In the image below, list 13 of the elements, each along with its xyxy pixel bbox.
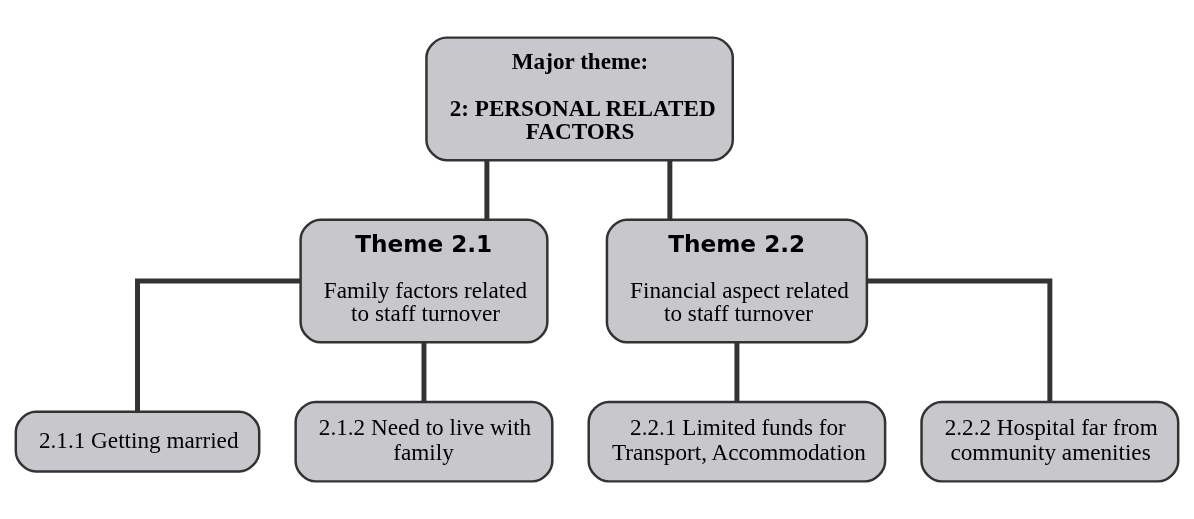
node-box: Theme 2.1 Family factors related to staff turnover (299, 218, 549, 344)
connector (866, 278, 1053, 402)
node-box: 2.2.1 Limited funds for Transport, Accommodation (587, 400, 887, 483)
node-box: 2.1.2 Need to live with family (294, 400, 554, 483)
connector (484, 160, 490, 220)
node-box: Theme 2.2 Financial aspect related to staff turnover (605, 218, 869, 344)
node-box: 2.1.1 Getting married (14, 410, 261, 473)
node-box: 2.2.2 Hospital far from community amenities (920, 400, 1180, 483)
connector (667, 160, 673, 220)
connector (734, 342, 740, 402)
connector (421, 342, 427, 402)
connector (135, 278, 301, 412)
node-box: Major theme: 2: PERSONAL RELATED FACTORS (425, 36, 734, 162)
